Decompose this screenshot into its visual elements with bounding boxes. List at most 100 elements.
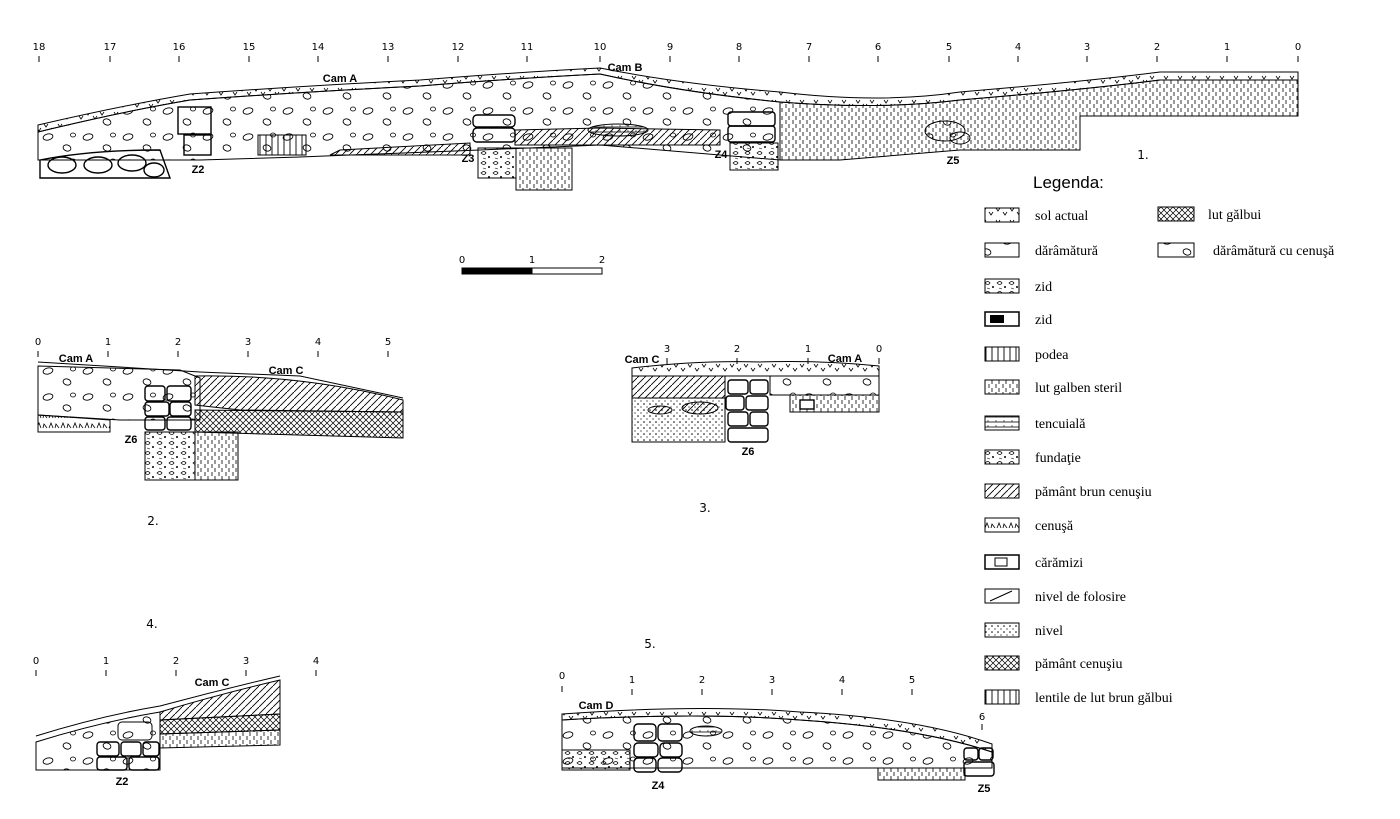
axis-tick-label: 1: [629, 675, 635, 686]
axis-tick-label: 11: [521, 42, 534, 53]
scale-tick-label: 0: [459, 255, 465, 266]
legend-swatch: [984, 278, 1020, 294]
profile-1-axis: 18 17 16 15 14 13 12 11 10 9 8 7 6 5 4 3…: [33, 42, 1301, 62]
profile-number: 2.: [147, 514, 158, 528]
axis-tick-label: 0: [1295, 42, 1301, 53]
axis-tick-label: 4: [315, 337, 321, 348]
legend-item-label: lentile de lut brun gălbui: [1035, 691, 1173, 706]
axis-tick-label: 0: [33, 656, 39, 667]
axis-tick-label: 3: [1084, 42, 1090, 53]
floor-patch: [257, 134, 307, 156]
axis-tick-label: 1: [105, 337, 111, 348]
label-cam-a: Cam A: [323, 73, 357, 85]
rubble-layer: [35, 711, 161, 771]
legend-swatch: [1157, 242, 1195, 258]
wall-z5: [963, 747, 995, 777]
profile-5: 5. 0 1 2 3 4 5 6 Cam D Z4 Z5: [559, 637, 995, 795]
wall-z2: [96, 721, 160, 771]
axis-tick-label: 7: [806, 42, 812, 53]
profile-4: 4. 0 1 2 3 4 Cam C Z2: [33, 617, 319, 788]
label-z2: Z2: [192, 164, 205, 176]
label-cam-c: Cam C: [625, 354, 660, 366]
axis-tick-label: 0: [35, 337, 41, 348]
legend-item-label: zid: [1035, 280, 1052, 295]
legend-swatch: [984, 242, 1020, 258]
axis-tick-label: 5: [909, 675, 915, 686]
axis-tick-label: 10: [594, 42, 607, 53]
axis-tick-label: 0: [876, 344, 882, 355]
axis-tick-label: 15: [243, 42, 256, 53]
legend-item-label: nivel de folosire: [1035, 590, 1126, 605]
foundation-layer: [561, 749, 631, 771]
scale-tick-label: 2: [599, 255, 605, 266]
label-cam-c: Cam C: [269, 365, 304, 377]
profile-number: 4.: [146, 617, 157, 631]
profile-number: 1.: [1137, 148, 1148, 162]
brown-grey-earth-layer: [194, 375, 404, 413]
axis-tick-label: 4: [839, 675, 845, 686]
axis-tick-label: 0: [559, 671, 565, 682]
legend-swatch: [1157, 206, 1195, 222]
legend-item-label: cărămizi: [1035, 556, 1083, 571]
legend-swatch: [984, 622, 1020, 638]
axis-tick-marks: [38, 56, 1299, 62]
legend-item-label: lut gălbui: [1208, 208, 1261, 223]
legend-swatch: [984, 346, 1020, 362]
wall-z4: [633, 723, 683, 773]
legend-swatch: [984, 415, 1020, 431]
axis-tick-marks: [37, 351, 389, 357]
axis-tick-label: 1: [805, 344, 811, 355]
axis-tick-label: 2: [734, 344, 740, 355]
axis-tick-label: 2: [1154, 42, 1160, 53]
axis-tick-label: 6: [875, 42, 881, 53]
axis-tick-label: 5: [385, 337, 391, 348]
brown-grey-earth-layer: [159, 679, 281, 721]
axis-tick-label: 3: [769, 675, 775, 686]
legend-swatch: [984, 517, 1020, 533]
label-z5: Z5: [947, 155, 960, 167]
legend-item-label: podea: [1035, 348, 1069, 363]
legend-swatch: [984, 689, 1020, 705]
label-cam-b: Cam B: [608, 62, 643, 74]
rubble-layer: [37, 365, 201, 421]
label-cam-c: Cam C: [195, 677, 230, 689]
axis-tick-marks: [561, 686, 983, 730]
brown-grey-earth-layer: [631, 375, 726, 399]
scale-tick-label: 1: [529, 255, 535, 266]
floor-layer: [159, 729, 281, 749]
axis-tick-label: 12: [452, 42, 465, 53]
legend-item-label: tencuială: [1035, 417, 1086, 432]
profile-1: 18 17 16 15 14 13 12 11 10 9 8 7 6 5 4 3…: [33, 42, 1301, 191]
axis-tick-label: 3: [664, 344, 670, 355]
axis-tick-label: 13: [382, 42, 395, 53]
scale-bar: 0 1 2: [459, 255, 605, 275]
legend-item-label: cenuşă: [1035, 519, 1074, 534]
label-z5: Z5: [978, 783, 991, 795]
wall-z6: [144, 385, 239, 481]
profile-2: 0 1 2 3 4 5 Cam A Cam C Z6 2.: [35, 337, 404, 528]
label-z4: Z4: [715, 149, 729, 161]
legend-item-label: sol actual: [1035, 209, 1088, 224]
floor-layer: [779, 79, 1299, 161]
label-z2: Z2: [116, 776, 129, 788]
label-cam-a: Cam A: [828, 353, 862, 365]
wall-z6: [725, 379, 769, 443]
label-z4: Z4: [652, 780, 666, 792]
legend-swatch: [984, 483, 1020, 499]
legend-item-label: dărâmătură cu cenuşă: [1213, 244, 1335, 259]
surface-soil-layer: [631, 361, 880, 377]
wall-z2: [39, 106, 212, 179]
rubble-layer: [769, 375, 880, 396]
legend-item-label: pământ brun cenuşiu: [1035, 485, 1152, 500]
axis-tick-label: 3: [245, 337, 251, 348]
legend-item-label: fundaţie: [1035, 451, 1081, 466]
axis-tick-label: 2: [173, 656, 179, 667]
axis-tick-label: 4: [313, 656, 319, 667]
ash-layer: [37, 414, 111, 433]
legend-item-label: dărâmătură: [1035, 244, 1099, 259]
label-cam-d: Cam D: [579, 700, 614, 712]
legend-swatch: [984, 207, 1020, 223]
label-z3: Z3: [462, 153, 475, 165]
axis-tick-label: 2: [699, 675, 705, 686]
